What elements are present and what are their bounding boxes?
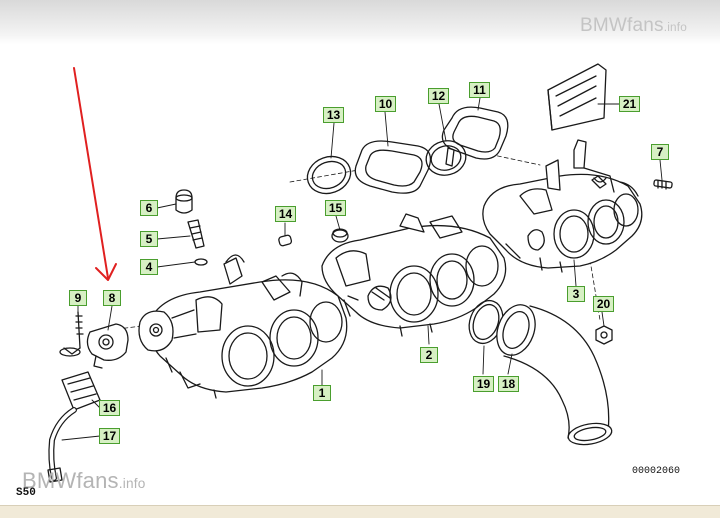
- callout-10[interactable]: 10: [375, 96, 396, 112]
- screw-part-7: [653, 179, 673, 190]
- callout-18[interactable]: 18: [498, 376, 519, 392]
- callout-11[interactable]: 11: [469, 82, 490, 98]
- callout-9[interactable]: 9: [69, 290, 87, 306]
- harness-part-17: [47, 407, 77, 483]
- callout-6[interactable]: 6: [140, 200, 158, 216]
- plug-part-14: [278, 234, 293, 247]
- screw-part-9: [59, 311, 84, 357]
- oring-part-12: [425, 140, 467, 176]
- seal-part-4: [194, 258, 208, 266]
- bracket-part-21: [547, 63, 607, 131]
- callout-13[interactable]: 13: [323, 107, 344, 123]
- callout-3[interactable]: 3: [567, 286, 585, 302]
- callout-14[interactable]: 14: [275, 206, 296, 222]
- callout-5[interactable]: 5: [140, 231, 158, 247]
- throttle-housing-part-1: [138, 254, 348, 399]
- nut-part-20: [595, 325, 613, 345]
- valve-part-5: [187, 219, 205, 249]
- callout-4[interactable]: 4: [140, 259, 158, 275]
- callout-8[interactable]: 8: [103, 290, 121, 306]
- diagram-part-number: 00002060: [632, 466, 681, 477]
- watermark-top: BMWfans.info: [580, 15, 687, 36]
- throttle-housing-part-2: [321, 213, 507, 337]
- callout-1[interactable]: 1: [313, 385, 331, 401]
- callout-7[interactable]: 7: [651, 144, 669, 160]
- sensor-part-8: [86, 323, 129, 369]
- throttle-housing-part-3: [482, 139, 643, 273]
- callout-12[interactable]: 12: [428, 88, 449, 104]
- watermark-bottom: BMWfans.info: [22, 468, 146, 493]
- model-code: S50: [16, 487, 36, 499]
- callout-19[interactable]: 19: [473, 376, 494, 392]
- gasket-part-10: [354, 140, 432, 194]
- callout-21[interactable]: 21: [619, 96, 640, 112]
- callout-20[interactable]: 20: [593, 296, 614, 312]
- leader-lines: [61, 97, 663, 441]
- oring-part-13: [306, 155, 352, 195]
- callout-17[interactable]: 17: [99, 428, 120, 444]
- header-band: [0, 0, 720, 44]
- connector-part-16: [61, 371, 101, 411]
- callout-16[interactable]: 16: [99, 400, 120, 416]
- footer-band: [0, 505, 720, 518]
- cap-part-15: [331, 228, 349, 243]
- callout-2[interactable]: 2: [420, 347, 438, 363]
- intake-elbow-part-18: [496, 304, 613, 446]
- callout-15[interactable]: 15: [325, 200, 346, 216]
- cap-part-6: [175, 189, 193, 214]
- red-pointer-arrow: [73, 67, 117, 281]
